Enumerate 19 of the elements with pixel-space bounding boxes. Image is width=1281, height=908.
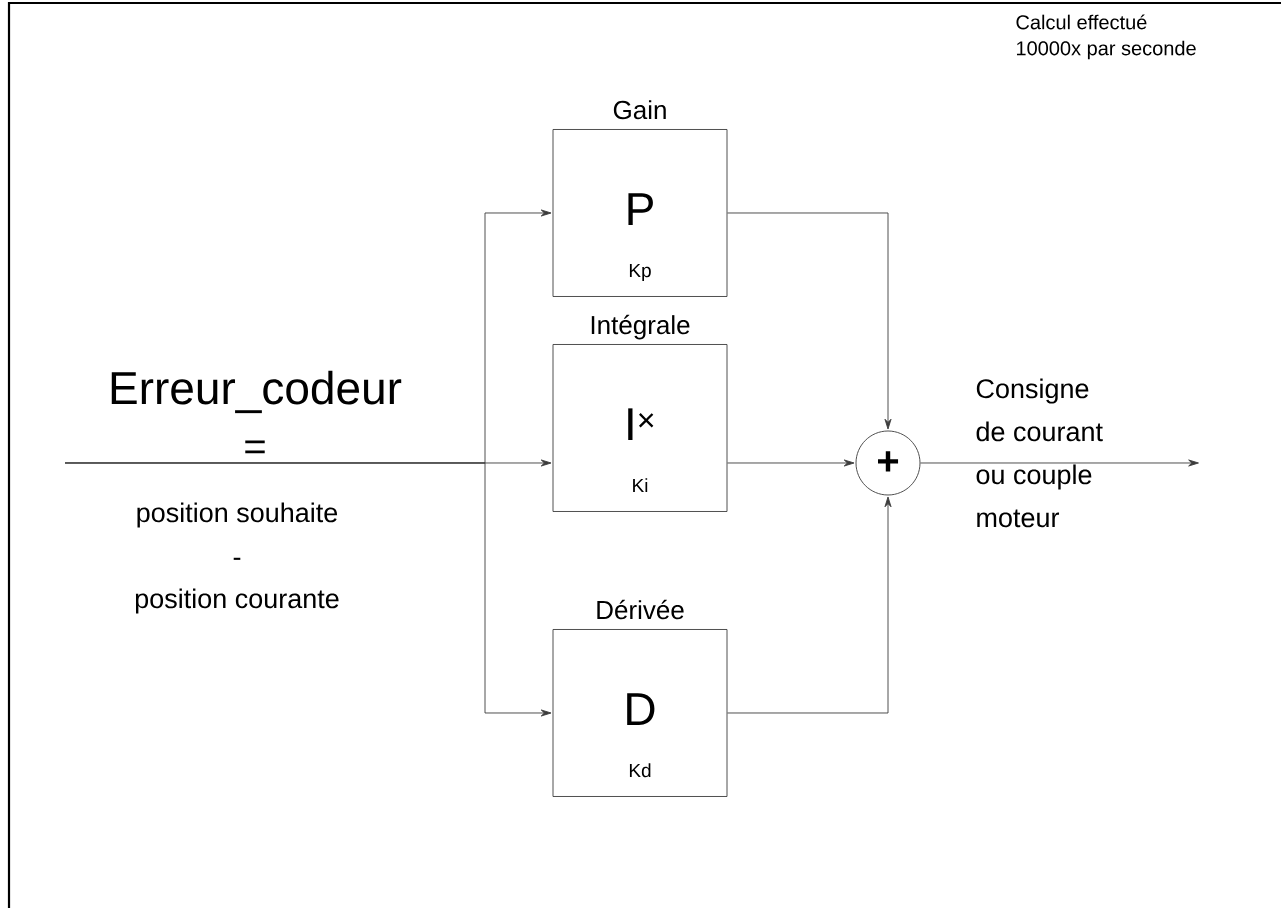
arrow [727,459,855,467]
arrow [920,459,1199,467]
edge-label: Consigne de courant ou couple moteur [976,378,1103,528]
transfer-block: Intégrale I$^{×}$ Ki [552,314,728,512]
arrow [727,212,892,430]
summing-junction: + [855,430,921,496]
arrow [727,496,892,714]
node-label: Gain [613,100,666,120]
transfer-block: Gain P Kp [552,100,728,297]
node-label: Intégrale [591,314,690,340]
input-label: = [245,440,265,454]
note-text: Calcul effectué 10000x par seconde [1016,14,1196,60]
transfer-block: Dérivée D Kd [552,599,728,797]
input-label: Erreur_codeur [111,370,402,414]
input-label: position courante [135,588,339,614]
arrow [64,462,552,717]
input-label: - [233,557,241,560]
node-label: Dérivée [597,599,684,620]
input-label: position souhaite [137,502,338,528]
